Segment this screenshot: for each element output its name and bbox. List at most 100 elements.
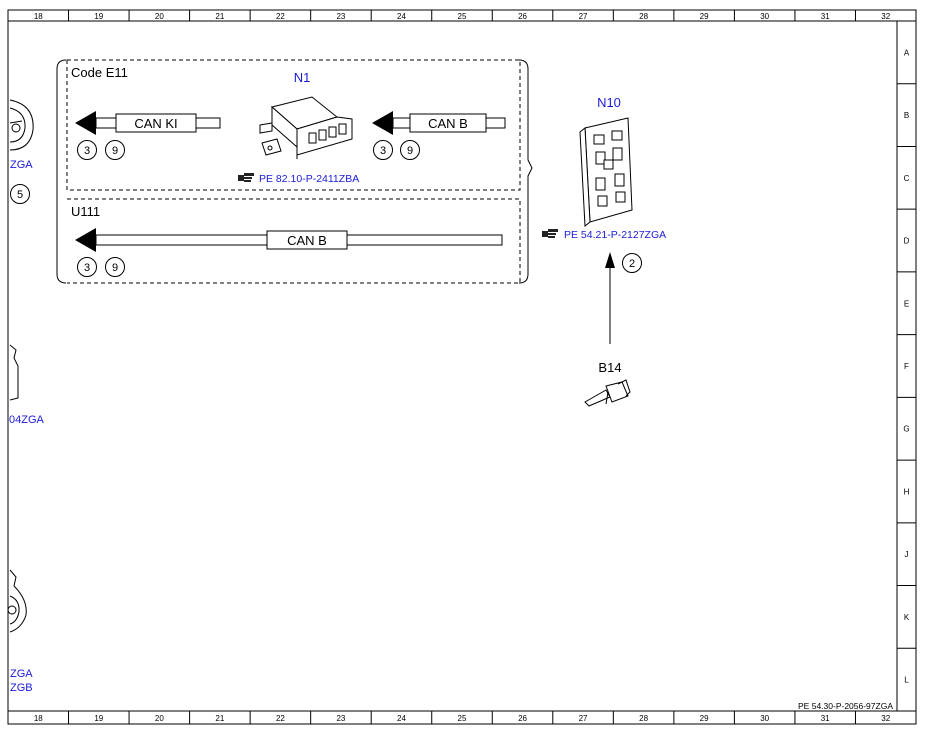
column-label-top: 24	[397, 12, 406, 21]
n1-reference-link[interactable]: PE 82.10-P-2411ZBA	[238, 173, 359, 185]
arrow-left-icon	[372, 111, 393, 135]
column-label-top: 31	[821, 12, 830, 21]
column-label-top: 25	[458, 12, 467, 21]
row-label: C	[904, 174, 910, 183]
arrow-left-icon	[75, 111, 96, 135]
can-b-e11-pin-2[interactable]: 9	[400, 140, 420, 160]
row-label: K	[904, 613, 910, 622]
svg-text:5: 5	[17, 189, 23, 201]
outer-group-bracket-right	[518, 59, 533, 284]
can-b-label-e11: CAN B	[428, 116, 468, 131]
svg-text:3: 3	[84, 145, 90, 157]
n1-module-icon[interactable]	[259, 96, 353, 159]
column-label-top: 27	[579, 12, 588, 21]
arrow-up-icon	[605, 252, 615, 268]
n10-reference-link[interactable]: PE 54.21-P-2127ZGA	[542, 229, 666, 241]
row-label: E	[904, 299, 909, 308]
svg-text:3: 3	[380, 145, 386, 157]
outer-group-bracket	[56, 59, 67, 284]
drawing-frame	[7, 9, 917, 725]
hand-pointer-icon	[238, 173, 254, 182]
b14-sensor-icon[interactable]	[584, 379, 631, 407]
row-dividers	[897, 83, 916, 649]
left-edge-fragments	[7, 99, 34, 633]
can-b-e11-pin-1[interactable]: 3	[373, 140, 393, 160]
can-b-bus-e11[interactable]: CAN B	[372, 111, 506, 135]
row-label: B	[904, 111, 909, 120]
column-label-top: 22	[276, 12, 285, 21]
row-label: H	[904, 487, 910, 496]
svg-text:9: 9	[112, 145, 118, 157]
can-b-u111-pin-2[interactable]: 9	[105, 257, 125, 277]
column-label-bottom: 29	[700, 714, 709, 723]
document-reference: PE 54.30-P-2056-97ZGA	[798, 701, 893, 711]
n10-pin[interactable]: 2	[622, 253, 642, 273]
n10-module-icon[interactable]	[579, 117, 633, 227]
column-label-bottom: 20	[155, 714, 164, 723]
column-label-bottom: 19	[94, 714, 103, 723]
left-ref-top[interactable]: ZGA	[10, 159, 33, 171]
svg-text:9: 9	[407, 145, 413, 157]
column-label-bottom: 18	[34, 714, 43, 723]
left-pin-top[interactable]: 5	[10, 184, 30, 204]
group-u111-title: U111	[71, 204, 100, 219]
column-label-bottom: 28	[639, 714, 648, 723]
column-label-bottom: 27	[579, 714, 588, 723]
column-label-top: 32	[881, 12, 890, 21]
column-label-top: 18	[34, 12, 43, 21]
hand-pointer-icon	[542, 229, 558, 238]
column-label-bottom: 22	[276, 714, 285, 723]
can-ki-pin-2[interactable]: 9	[105, 140, 125, 160]
n1-label[interactable]: N1	[294, 70, 311, 85]
n10-reference-text: PE 54.21-P-2127ZGA	[564, 229, 666, 241]
group-e11-title: Code E11	[71, 65, 128, 80]
can-ki-bus[interactable]: CAN KI	[75, 111, 221, 135]
row-label: G	[903, 425, 909, 434]
column-label-top: 19	[94, 12, 103, 21]
column-label-bottom: 32	[881, 714, 890, 723]
column-label-top: 26	[518, 12, 527, 21]
column-label-bottom: 23	[336, 714, 345, 723]
n1-reference-text: PE 82.10-P-2411ZBA	[259, 173, 359, 185]
column-label-top: 28	[639, 12, 648, 21]
left-ref-bottom-1[interactable]: ZGA	[10, 668, 33, 680]
can-b-u111-pin-1[interactable]: 3	[77, 257, 97, 277]
group-u111[interactable]: U111 CAN B 3 9	[67, 198, 521, 284]
column-label-top: 29	[700, 12, 709, 21]
column-dividers-bottom	[68, 711, 856, 724]
can-b-label-u111: CAN B	[287, 233, 327, 248]
arrow-left-icon	[75, 228, 96, 252]
left-ref-bottom-2[interactable]: ZGB	[10, 682, 33, 694]
b14-label[interactable]: B14	[598, 360, 621, 375]
row-label: J	[905, 550, 909, 559]
can-ki-pin-1[interactable]: 3	[77, 140, 97, 160]
column-labels-top: 18 19 20 21 22 23 24 25 26 27 28 29 30 31 32	[34, 12, 891, 21]
column-labels-bottom: 18 19 20 21 22 23 24 25 26 27 28 29 30 31 32	[34, 714, 891, 723]
column-dividers-top	[68, 10, 856, 21]
can-ki-label: CAN KI	[134, 116, 177, 131]
row-label: L	[904, 676, 909, 685]
column-label-bottom: 24	[397, 714, 406, 723]
column-label-bottom: 21	[215, 714, 224, 723]
column-label-top: 30	[760, 12, 769, 21]
column-label-top: 23	[336, 12, 345, 21]
svg-text:9: 9	[112, 262, 118, 274]
svg-text:3: 3	[84, 262, 90, 274]
row-labels: A B C D E F G H J K L	[903, 48, 909, 684]
column-label-bottom: 30	[760, 714, 769, 723]
row-label: F	[904, 362, 909, 371]
left-ref-middle[interactable]: 04ZGA	[9, 414, 45, 426]
column-label-bottom: 25	[458, 714, 467, 723]
svg-text:2: 2	[629, 258, 635, 270]
row-label: D	[904, 237, 910, 246]
column-label-top: 21	[215, 12, 224, 21]
column-label-top: 20	[155, 12, 164, 21]
can-b-bus-u111[interactable]: CAN B	[75, 228, 503, 252]
column-label-bottom: 31	[821, 714, 830, 723]
column-label-bottom: 26	[518, 714, 527, 723]
group-code-e11[interactable]: Code E11 CAN KI 3 9 N1	[66, 59, 521, 191]
row-label: A	[904, 48, 910, 57]
n10-label[interactable]: N10	[597, 95, 621, 110]
